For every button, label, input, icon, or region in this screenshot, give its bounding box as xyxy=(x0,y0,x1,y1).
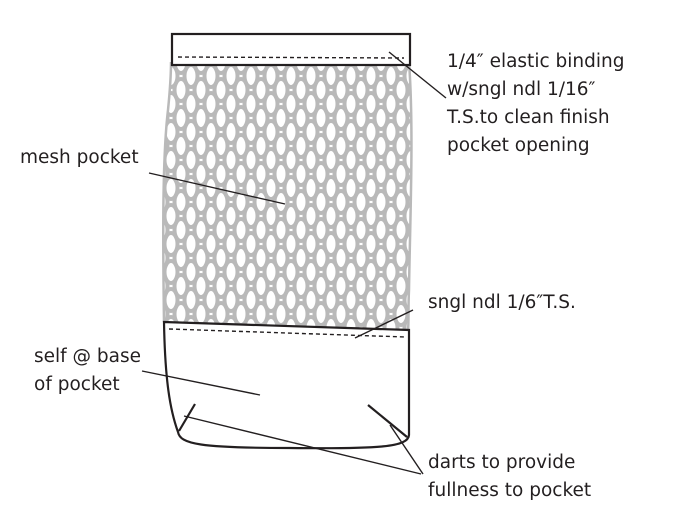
self-base-label: self @ base of pocket xyxy=(34,343,141,399)
darts xyxy=(178,403,408,438)
darts-label-line-1: darts to provide xyxy=(428,452,576,473)
leader-lines xyxy=(141,51,447,475)
leader-darts-right xyxy=(389,424,424,475)
leader-self-base xyxy=(141,370,261,396)
leader-elastic xyxy=(388,51,447,99)
elastic-label-line-4: pocket opening xyxy=(447,135,590,156)
elastic-binding-label: 1/4″ elastic binding w/sngl ndl 1/16″ T.… xyxy=(447,48,624,160)
elastic-label-line-3: T.S.to clean finish xyxy=(447,107,610,128)
single-needle-label-line-1: sngl ndl 1/6″T.S. xyxy=(428,292,576,313)
mesh-pocket-label: mesh pocket xyxy=(20,144,139,172)
darts-label: darts to provide fullness to pocket xyxy=(428,449,591,505)
self-base-label-line-1: self @ base xyxy=(34,346,142,367)
elastic-label-line-2: w/sngl ndl 1/16″ xyxy=(447,79,596,100)
self-base-label-line-2: of pocket xyxy=(34,374,120,395)
single-needle-label: sngl ndl 1/6″T.S. xyxy=(428,289,576,317)
self-base-panel xyxy=(162,320,411,450)
leader-single-needle xyxy=(354,309,414,339)
darts-label-line-2: fullness to pocket xyxy=(428,480,592,501)
leader-darts-left xyxy=(183,415,422,475)
mesh-pocket-panel xyxy=(161,61,413,331)
mesh-label-line-1: mesh pocket xyxy=(20,147,139,168)
elastic-binding-band xyxy=(170,32,412,67)
elastic-label-line-1: 1/4″ elastic binding xyxy=(447,51,625,72)
leader-mesh xyxy=(148,172,286,205)
